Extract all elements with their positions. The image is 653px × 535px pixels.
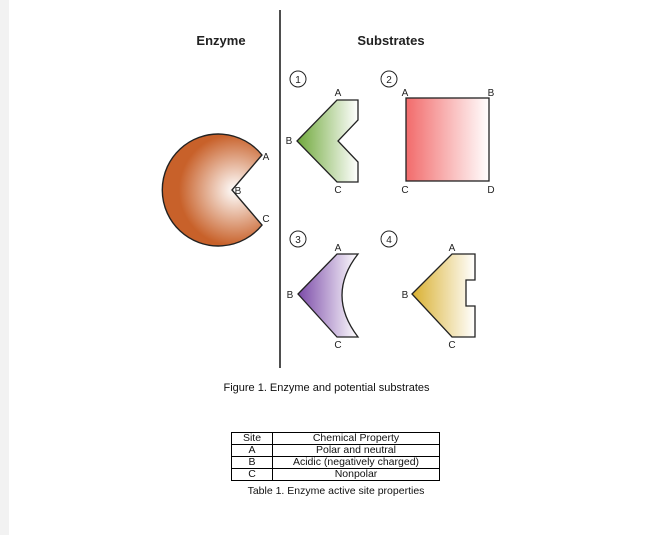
substrate-3-number-circle: [289, 230, 307, 248]
substrate-4-number-circle: [380, 230, 398, 248]
substrate-2-number: 2: [386, 75, 392, 86]
enzyme-site-label-c: C: [262, 214, 269, 225]
table-cell-site: B: [231, 456, 273, 469]
substrate-1: 1 A B C: [286, 70, 359, 196]
substrate-1-label-c: C: [334, 185, 341, 196]
table-caption: Table 1. Enzyme active site properties: [247, 485, 425, 497]
table-cell-site: A: [231, 444, 273, 457]
active-site-properties-table: Site Chemical Property A Polar and neutr…: [231, 432, 440, 481]
enzyme-heading: Enzyme: [196, 33, 245, 48]
substrate-3: 3 A B C: [287, 230, 360, 351]
substrate-2-label-d: D: [487, 185, 494, 196]
table-cell-property: Nonpolar: [272, 468, 440, 481]
substrate-2-label-b: B: [488, 88, 495, 99]
substrate-1-label-a: A: [335, 88, 342, 99]
substrate-3-shape: [297, 253, 360, 338]
substrate-2: 2 A B C D: [380, 70, 495, 196]
substrate-3-label-a: A: [335, 243, 342, 254]
table-header-site: Site: [231, 432, 273, 445]
table-cell-property: Polar and neutral: [272, 444, 440, 457]
substrate-1-number: 1: [295, 75, 301, 86]
table-cell-site: C: [231, 468, 273, 481]
substrate-2-label-c: C: [401, 185, 408, 196]
table-header-row: Site Chemical Property: [231, 432, 440, 445]
substrate-3-label-c: C: [334, 340, 341, 351]
table-cell-property: Acidic (negatively charged): [272, 456, 440, 469]
substrate-2-number-circle: [380, 70, 398, 88]
substrate-4: 4 A B C: [380, 230, 476, 351]
table-row: B Acidic (negatively charged): [231, 456, 440, 469]
enzyme-shape: [161, 133, 263, 247]
substrate-4-label-c: C: [448, 340, 455, 351]
substrate-3-number: 3: [295, 235, 301, 246]
substrate-4-shape: [411, 253, 476, 338]
substrate-2-shape: [405, 97, 490, 182]
substrate-1-number-circle: [289, 70, 307, 88]
substrate-4-number: 4: [386, 235, 392, 246]
substrate-3-label-b: B: [287, 290, 294, 301]
substrate-2-label-a: A: [402, 88, 409, 99]
figure-caption: Figure 1. Enzyme and potential substrate…: [223, 382, 430, 394]
enzyme-site-label-a: A: [263, 152, 270, 163]
substrate-4-label-a: A: [449, 243, 456, 254]
enzyme-substrate-diagram: Enzyme Substrates A B C 1 A B C 2 A B C …: [161, 10, 495, 368]
substrate-1-label-b: B: [286, 136, 293, 147]
table-header-property: Chemical Property: [272, 432, 440, 445]
substrates-heading: Substrates: [357, 33, 424, 48]
substrate-1-shape: [296, 99, 359, 183]
table-row: A Polar and neutral: [231, 444, 440, 457]
enzyme-site-label-b: B: [235, 186, 242, 197]
substrate-4-label-b: B: [402, 290, 409, 301]
table-row: C Nonpolar: [231, 468, 440, 481]
